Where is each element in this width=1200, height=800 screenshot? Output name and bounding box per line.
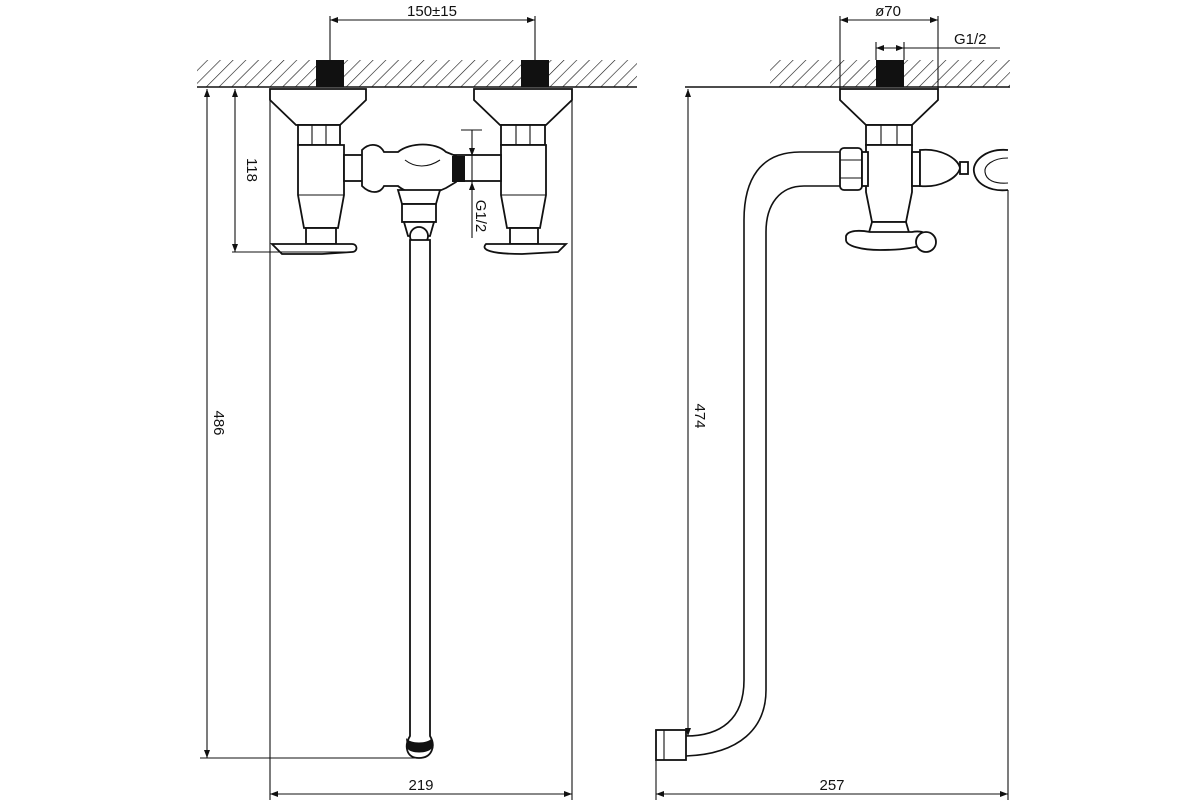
side-cone — [839, 88, 939, 126]
dim-total-height-front: 486 — [204, 89, 227, 758]
dim-handle-height-label: 118 — [243, 158, 260, 182]
side-view: ø70 G1/2 474 257 — [655, 3, 1010, 800]
dim-width-front: 219 — [270, 777, 572, 797]
front-nut-left — [297, 124, 341, 146]
dim-thread-side-label: G1/2 — [954, 31, 987, 48]
dim-diameter: ø70 — [840, 3, 938, 23]
side-spout-pipe — [685, 151, 840, 737]
front-wall-hatch — [197, 60, 637, 87]
dim-thread-front-label: G1/2 — [472, 200, 489, 233]
dim-total-height-front-label: 486 — [210, 410, 227, 435]
front-inlet-right — [521, 60, 549, 87]
side-union-nut — [839, 147, 863, 191]
dim-thread-front: G1/2 — [469, 130, 489, 238]
dim-handle-height: 118 — [232, 89, 260, 252]
front-valve-body-left — [297, 144, 345, 229]
front-cone-right — [473, 88, 573, 126]
front-handle-right — [483, 243, 569, 255]
front-view: 150±15 118 G1/2 486 219 — [197, 3, 637, 800]
side-nozzle — [919, 148, 961, 188]
side-inlet — [876, 60, 904, 87]
front-cone-left — [269, 88, 367, 126]
front-diverter-body — [361, 143, 457, 195]
dim-width-front-label: 219 — [408, 777, 433, 794]
side-outlet-cap — [655, 729, 687, 761]
dim-spacing: 150±15 — [330, 3, 535, 23]
dim-width-side: 257 — [656, 777, 1008, 797]
side-valve-body — [865, 144, 913, 223]
side-nut — [865, 124, 913, 146]
dim-width-side-label: 257 — [819, 777, 844, 794]
side-hose-ring — [973, 149, 1009, 192]
front-spout-tube — [405, 239, 434, 759]
dim-diameter-label: ø70 — [875, 3, 901, 20]
front-nut-right — [500, 124, 546, 146]
front-valve-body-right — [500, 144, 547, 229]
dim-total-height-side-label: 474 — [691, 403, 708, 428]
front-inlet-left — [316, 60, 344, 87]
dim-total-height-side: 474 — [685, 89, 708, 736]
dim-thread-side: G1/2 — [876, 31, 1000, 51]
dim-spacing-label: 150±15 — [407, 3, 457, 20]
front-spout-swivel — [396, 189, 442, 205]
front-thread-insert — [452, 156, 465, 182]
